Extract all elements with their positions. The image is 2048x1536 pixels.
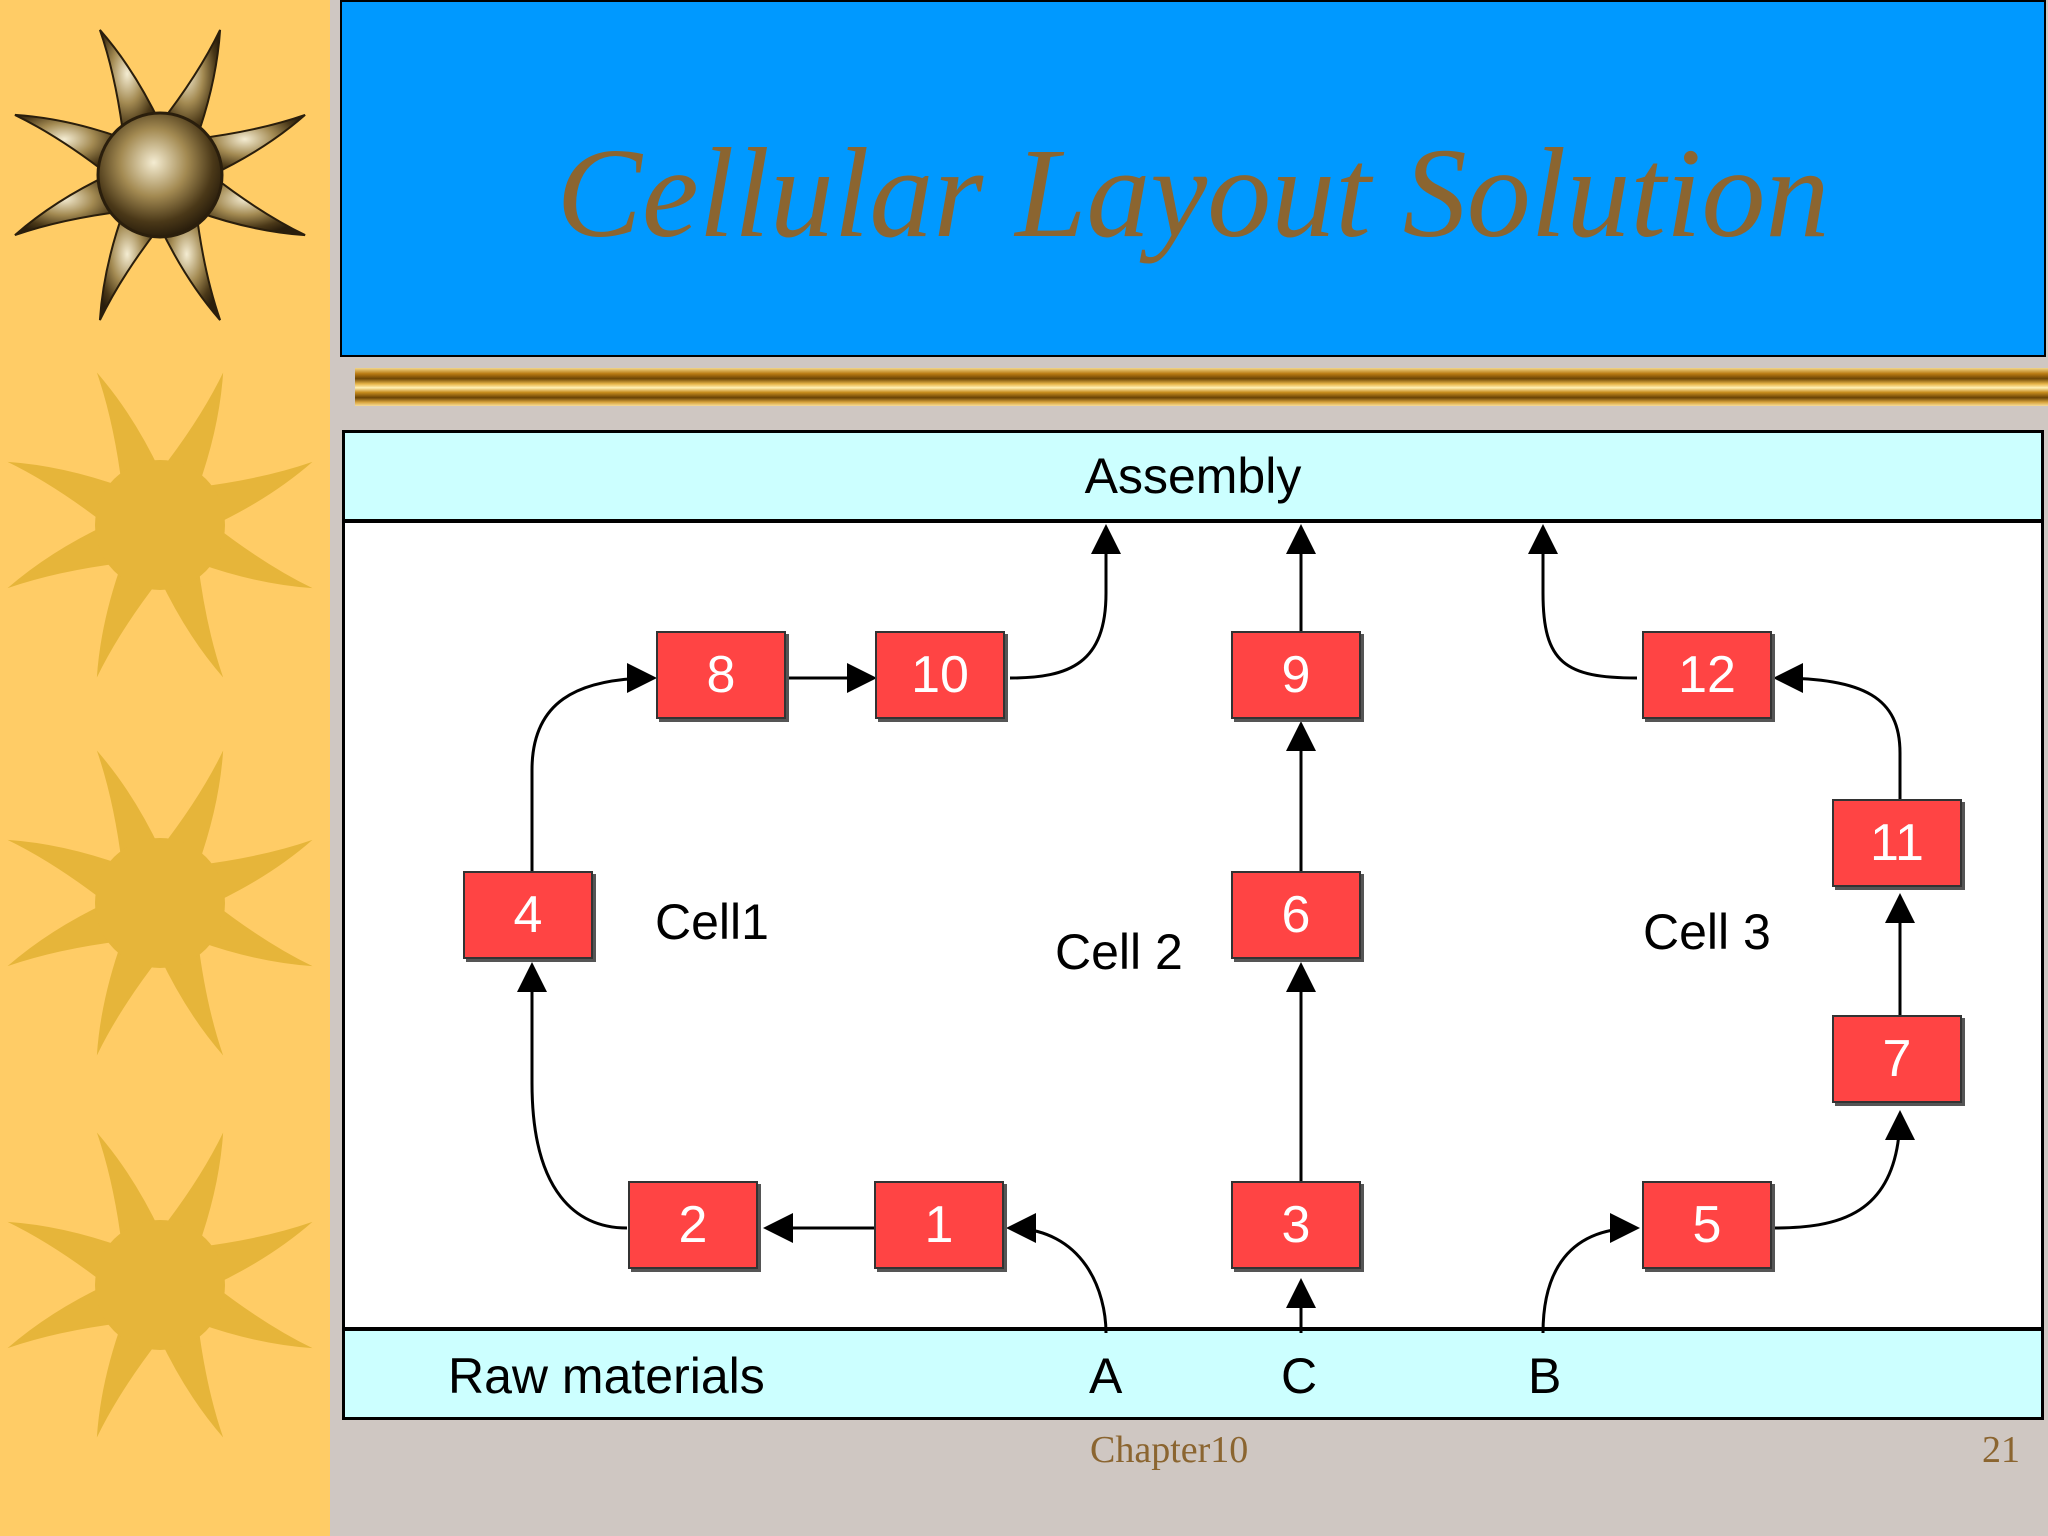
- arrow-12-to-assembly: [1528, 524, 1638, 680]
- sun-icon: [7, 1132, 313, 1438]
- input-label-c: C: [1281, 1348, 1318, 1404]
- arrow-2-to-4: [517, 962, 628, 1230]
- machine-6: 6: [1231, 871, 1361, 959]
- machine-12: 12: [1642, 631, 1772, 719]
- slide-title: Cellular Layout Solution: [556, 122, 1830, 264]
- arrow-4-to-8: [530, 663, 657, 875]
- cell-1-label: Cell1: [655, 894, 769, 950]
- input-label-b: B: [1528, 1348, 1562, 1404]
- sun-icon: [7, 372, 313, 678]
- metal-sun-icon: [14, 29, 306, 321]
- page-number: 21: [1982, 1429, 2020, 1471]
- arrow-5-to-7: [1771, 1110, 1915, 1230]
- cellular-layout-diagram: Assembly Raw materials A C B: [342, 430, 2044, 1420]
- machine-10: 10: [875, 631, 1005, 719]
- cell-3-label: Cell 3: [1643, 904, 1771, 960]
- machine-11: 11: [1832, 799, 1962, 887]
- flow-arrows: [517, 524, 1915, 1334]
- decorative-left-strip: [0, 0, 330, 1536]
- machine-3: 3: [1231, 1181, 1361, 1269]
- assembly-band: Assembly: [345, 433, 2041, 523]
- machine-1: 1: [874, 1181, 1004, 1269]
- machine-9: 9: [1231, 631, 1361, 719]
- arrow-b-to-5: [1541, 1213, 1640, 1334]
- machine-4: 4: [463, 871, 593, 959]
- title-bar: Cellular Layout Solution: [340, 0, 2046, 357]
- machine-8: 8: [656, 631, 786, 719]
- machine-5: 5: [1642, 1181, 1772, 1269]
- machine-2: 2: [628, 1181, 758, 1269]
- footer-chapter: Chapter10: [1090, 1429, 1249, 1471]
- arrow-a-to-1: [1006, 1213, 1108, 1334]
- machine-7: 7: [1832, 1015, 1962, 1103]
- raw-materials-band: Raw materials A C B: [345, 1327, 2041, 1417]
- raw-materials-label: Raw materials: [448, 1348, 765, 1404]
- arrow-11-to-12: [1773, 663, 1902, 800]
- input-label-a: A: [1089, 1348, 1123, 1404]
- arrow-10-to-assembly: [1009, 524, 1121, 680]
- cell-2-label: Cell 2: [1055, 924, 1183, 980]
- sun-icon: [7, 750, 313, 1056]
- gold-divider: [355, 368, 2048, 406]
